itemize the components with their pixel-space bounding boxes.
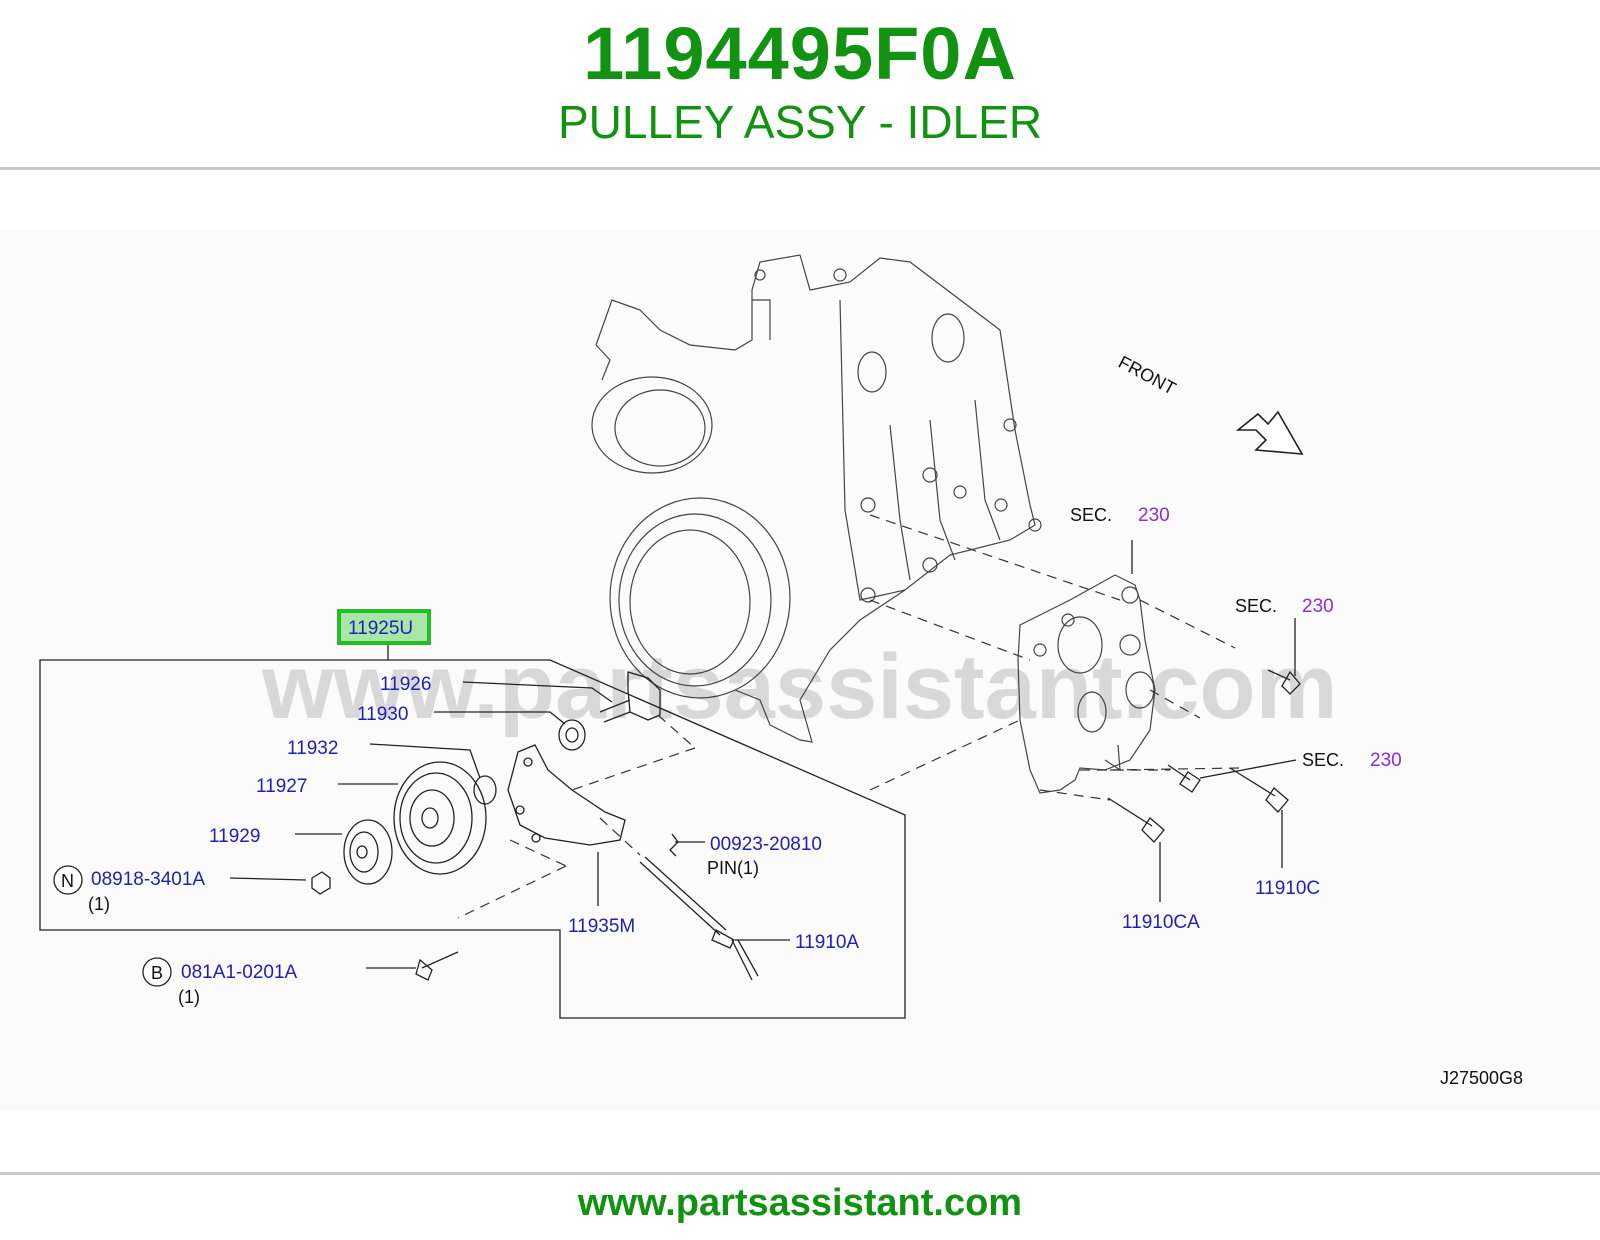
front-arrow-icon bbox=[1235, 410, 1304, 455]
sec-ref-2-number[interactable]: 230 bbox=[1302, 596, 1334, 617]
callout-leader-lines bbox=[39, 540, 1297, 1019]
callout-11910c[interactable]: 11910C bbox=[1255, 878, 1320, 899]
callout-00923-20810[interactable]: 00923-20810 bbox=[710, 834, 822, 855]
alignment-dashed-lines bbox=[457, 514, 1241, 919]
parts-diagram-area bbox=[0, 230, 1600, 1110]
callout-pin-qty: PIN(1) bbox=[707, 858, 759, 878]
callout-11927[interactable]: 11927 bbox=[256, 776, 307, 797]
n-badge-letter: N bbox=[61, 871, 74, 891]
page-header: 1194495F0A PULLEY ASSY - IDLER bbox=[0, 0, 1600, 170]
bracket-drawing bbox=[1017, 574, 1156, 794]
part-number-title: 1194495F0A bbox=[583, 12, 1017, 95]
callout-081a1-0201a[interactable]: 081A1-0201A bbox=[181, 962, 298, 983]
callout-11932[interactable]: 11932 bbox=[287, 738, 338, 759]
front-label: FRONT bbox=[1115, 352, 1179, 399]
callout-11929[interactable]: 11929 bbox=[209, 826, 260, 847]
sec-ref-3-number[interactable]: 230 bbox=[1370, 750, 1402, 771]
callout-11925u[interactable]: 11925U bbox=[348, 618, 413, 639]
sec-ref-3-label: SEC. bbox=[1302, 750, 1344, 770]
callout-08918-3401a[interactable]: 08918-3401A bbox=[91, 869, 205, 890]
part-name-subtitle: PULLEY ASSY - IDLER bbox=[557, 96, 1043, 148]
right-bolts-drawing bbox=[1107, 669, 1301, 843]
callout-11910a[interactable]: 11910A bbox=[795, 932, 859, 953]
header-divider bbox=[0, 167, 1600, 170]
sec-ref-1-label: SEC. bbox=[1070, 505, 1112, 525]
idler-parts-drawing bbox=[311, 671, 759, 981]
b-badge-letter: B bbox=[151, 963, 163, 983]
footer-divider bbox=[0, 1172, 1600, 1175]
footer-website-link[interactable]: www.partsassistant.com bbox=[577, 1182, 1023, 1224]
sec-ref-1-number[interactable]: 230 bbox=[1138, 505, 1170, 526]
engine-block-drawing bbox=[591, 254, 1042, 743]
callout-11910ca[interactable]: 11910CA bbox=[1122, 912, 1200, 933]
sec-ref-2-label: SEC. bbox=[1235, 596, 1277, 616]
highlighted-part-box[interactable] bbox=[337, 609, 431, 645]
drawing-code: J27500G8 bbox=[1440, 1068, 1523, 1088]
n-badge-icon bbox=[53, 865, 83, 895]
callout-11935m[interactable]: 11935M bbox=[568, 916, 635, 937]
callout-11926[interactable]: 11926 bbox=[380, 674, 431, 695]
callout-081a1-qty: (1) bbox=[178, 987, 200, 1007]
b-badge-icon bbox=[142, 957, 172, 987]
watermark: www.partsassistant.com bbox=[261, 636, 1337, 738]
front-direction-indicator: FRONT bbox=[1115, 352, 1304, 455]
callout-11930[interactable]: 11930 bbox=[357, 704, 408, 725]
callout-08918-qty: (1) bbox=[88, 894, 110, 914]
